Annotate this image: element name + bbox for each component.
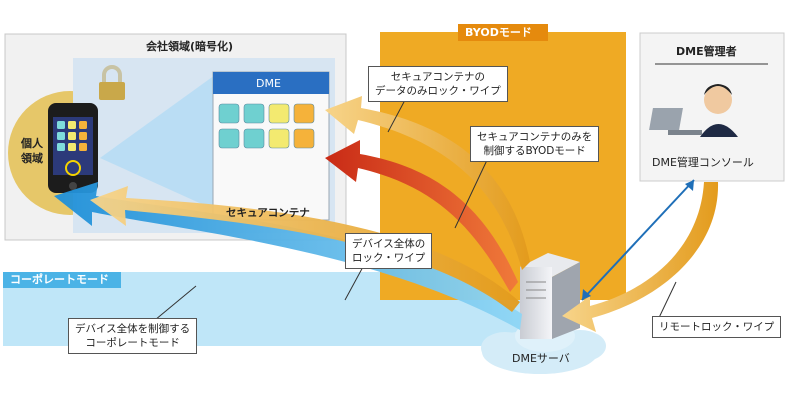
admin-title: DME管理者 <box>676 45 737 58</box>
callout-corporate-control-line1: デバイス全体を制御する <box>75 323 191 335</box>
server-cloud <box>481 320 606 374</box>
personal-area-label-1: 個人 <box>21 137 43 150</box>
phone-app-tile <box>68 132 76 140</box>
callout-device-wipe-line1: デバイス全体の <box>352 238 426 250</box>
callout-byod-control-line2: 制御するBYODモード <box>483 145 586 158</box>
remote-wipe-arrow <box>562 182 719 332</box>
dme-app-tile <box>218 128 240 149</box>
server-label: DMEサーバ <box>512 352 570 365</box>
corporate-mode-tab <box>3 272 121 288</box>
light-beam <box>100 75 215 210</box>
secure-container-caption: セキュアコンテナ <box>226 207 310 219</box>
callout-corporate-control-line2: コーポレートモード <box>85 337 180 350</box>
callout-device-wipe-line2: ロック・ワイプ <box>352 252 426 265</box>
callout-secure-wipe-line1: セキュアコンテナの <box>390 71 486 83</box>
leader-secure-wipe <box>387 99 406 133</box>
padlock-icon <box>99 65 125 100</box>
phone-app-tile <box>57 143 65 151</box>
callout-device-wipe: デバイス全体の ロック・ワイプ <box>345 233 433 270</box>
corporate-mode-label: コーポレートモード <box>10 273 109 286</box>
dme-app-tile <box>218 103 240 124</box>
callout-byod-control-line1: セキュアコンテナのみを <box>477 131 593 143</box>
administrator-icon <box>649 84 738 137</box>
byod-control-arrow <box>325 140 518 292</box>
phone-app-tile <box>79 132 87 140</box>
secure-wipe-arrow <box>325 96 530 270</box>
callout-secure-wipe: セキュアコンテナの データのみロック・ワイプ <box>368 66 508 103</box>
leader-corporate-control <box>154 285 197 321</box>
callout-remote-line1: リモートロック・ワイプ <box>659 321 775 333</box>
company-area-title: 会社領域(暗号化) <box>146 40 234 53</box>
phone-app-tile <box>79 121 87 129</box>
phone-app-tile <box>79 143 87 151</box>
callout-corporate-control: デバイス全体を制御する コーポレートモード <box>68 318 198 355</box>
byod-mode-label: BYODモード <box>465 26 532 39</box>
dme-app-tile <box>243 128 265 149</box>
device-wipe-arrow <box>90 186 520 312</box>
phone-app-tile <box>68 121 76 129</box>
dme-app-tile <box>293 103 315 124</box>
dme-window <box>212 71 330 221</box>
callout-remote: リモートロック・ワイプ <box>652 316 782 339</box>
dme-window-title: DME <box>256 77 281 90</box>
phone-app-tile <box>68 143 76 151</box>
server-icon <box>520 253 580 339</box>
admin-console-label: DME管理コンソール <box>652 156 754 169</box>
dme-app-tile <box>268 103 290 124</box>
smartphone-icon <box>48 103 98 193</box>
dme-app-tile <box>243 103 265 124</box>
dme-app-tile <box>268 128 290 149</box>
dme-app-tile <box>293 128 315 149</box>
personal-area-label-2: 領域 <box>21 152 43 165</box>
callout-byod-control: セキュアコンテナのみを 制御するBYODモード <box>470 126 600 163</box>
byod-mode-tab <box>458 24 548 41</box>
link-arrowhead-server <box>582 289 591 300</box>
corporate-control-arrow <box>54 182 522 330</box>
phone-app-tile <box>57 132 65 140</box>
callout-secure-wipe-line2: データのみロック・ワイプ <box>375 85 501 98</box>
phone-app-tile <box>57 121 65 129</box>
leader-device-wipe <box>344 264 365 301</box>
leader-byod-control <box>454 157 489 229</box>
link-arrowhead-admin <box>685 180 694 191</box>
server-admin-link <box>581 179 695 301</box>
